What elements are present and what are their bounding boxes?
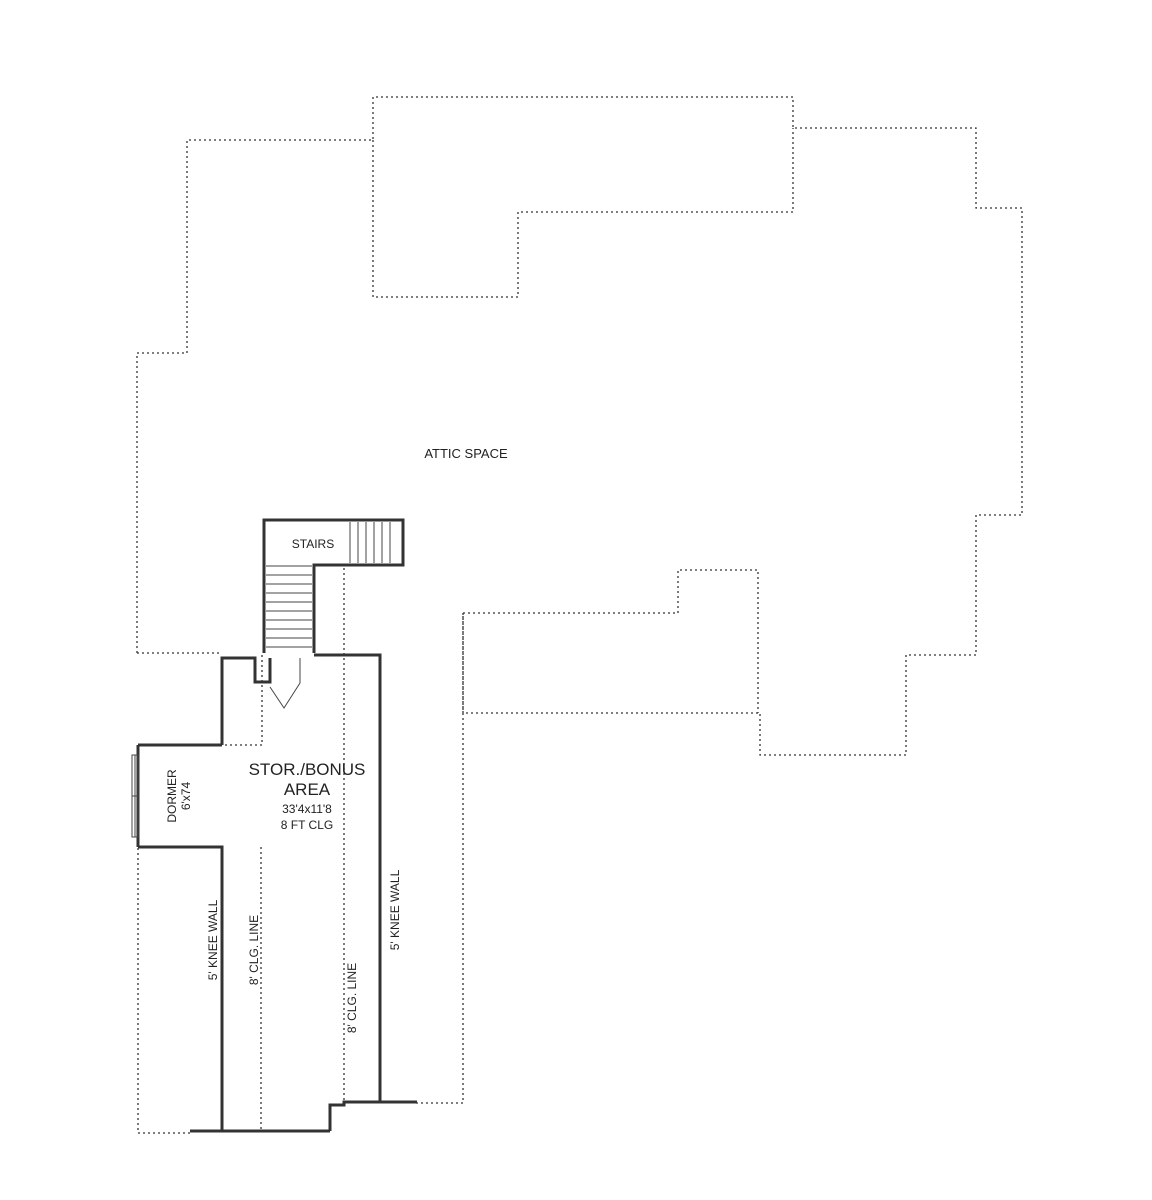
bonus-area-title-line2: AREA	[284, 780, 331, 799]
bonus-area-ceiling: 8 FT CLG	[281, 818, 333, 832]
stairs-label: STAIRS	[292, 537, 334, 551]
ceiling-line-right-label: 8' CLG. LINE	[345, 963, 359, 1033]
bonus-wall-right-top	[314, 653, 382, 1131]
knee-wall-left-solid	[138, 845, 224, 1131]
knee-wall-left-label: 5' KNEE WALL	[206, 899, 220, 980]
attic-space-label: ATTIC SPACE	[424, 446, 508, 461]
stair-enclosure	[262, 518, 405, 653]
bonus-area-dimensions: 33'4x11'8	[282, 802, 332, 816]
attic-right-wing-outline	[415, 613, 464, 1104]
attic-upper-bay-outline	[372, 128, 794, 298]
dormer-size-label: 6'x74	[179, 782, 193, 811]
knee-wall-right-label: 5' KNEE WALL	[388, 869, 402, 950]
stair-treads	[266, 522, 391, 648]
attic-space-outline	[136, 96, 1023, 756]
door-swing	[269, 658, 301, 709]
bonus-wall-left	[220, 656, 272, 745]
ceiling-line-left-label: 8' CLG. LINE	[247, 915, 261, 985]
dormer-window	[131, 754, 139, 838]
bonus-area-title-line1: STOR./BONUS	[249, 760, 366, 779]
dormer-label: DORMER	[165, 769, 179, 823]
